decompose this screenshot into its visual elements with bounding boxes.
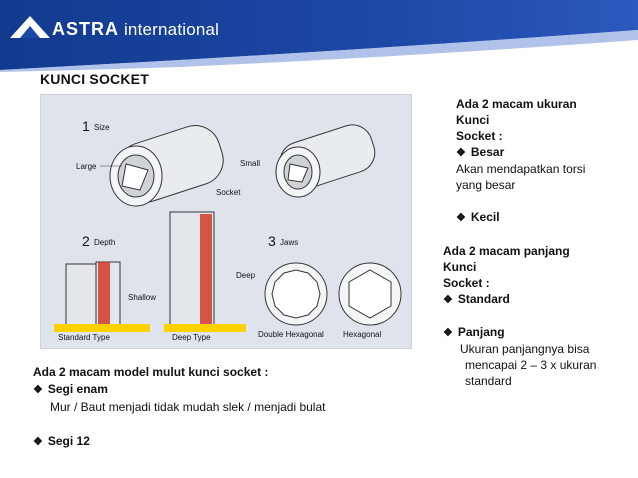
length-title-line: Ada 2 macam panjang: [443, 244, 570, 258]
diamond-bullet-icon: ❖: [33, 436, 43, 448]
panjang-desc-line: standard: [465, 374, 512, 388]
besar-desc-line: Akan mendapatkan torsi: [456, 162, 586, 176]
segi-12-item: ❖ Segi 12: [33, 433, 325, 451]
segi-enam-desc: Mur / Baut menjadi tidak mudah slek / me…: [50, 400, 326, 414]
standard-socket-drawing: [54, 261, 150, 332]
segi-12-label: Segi 12: [47, 434, 90, 448]
length-title-line: Kunci: [443, 260, 477, 274]
small-socket-drawing: [275, 124, 376, 198]
size-number: 1: [82, 118, 90, 134]
jaw-model-section: Ada 2 macam model mulut kunci socket : ❖…: [33, 364, 325, 451]
size-section: Ada 2 macam ukuran Kunci Socket : ❖ Besar…: [456, 96, 585, 226]
size-title-line: Ada 2 macam ukuran: [456, 97, 577, 111]
astra-logo-icon: [10, 16, 50, 38]
deep-label: Deep: [236, 271, 256, 280]
segi-enam-label: Segi enam: [47, 382, 108, 396]
standard-type-label: Standard Type: [58, 333, 110, 342]
size-label: Size: [94, 123, 110, 132]
large-socket-drawing: [109, 125, 224, 207]
double-hexagonal-label: Double Hexagonal: [258, 330, 324, 339]
jaw-model-title: Ada 2 macam model mulut kunci socket :: [33, 365, 269, 379]
length-title-line: Socket :: [443, 276, 490, 290]
besar-item: ❖ Besar: [456, 144, 585, 161]
slide-title: KUNCI SOCKET: [40, 71, 149, 87]
panjang-label: Panjang: [457, 325, 505, 339]
socket-label: Socket: [216, 188, 241, 197]
besar-desc-line: yang besar: [456, 178, 516, 192]
panjang-item: ❖ Panjang: [443, 324, 596, 341]
diamond-bullet-icon: ❖: [456, 147, 466, 159]
panjang-desc-line: mencapai 2 – 3 x ukuran: [465, 358, 597, 372]
besar-label: Besar: [470, 145, 505, 159]
length-section: Ada 2 macam panjang Kunci Socket : ❖ Stan…: [443, 243, 596, 389]
jaws-label: Jaws: [280, 238, 298, 247]
diamond-bullet-icon: ❖: [443, 327, 453, 339]
diamond-bullet-icon: ❖: [33, 384, 43, 396]
brand-name: ASTRA international: [52, 19, 220, 39]
standard-item: ❖ Standard: [443, 291, 596, 308]
jaws-number: 3: [268, 233, 276, 249]
kecil-label: Kecil: [470, 210, 500, 224]
large-label: Large: [76, 162, 97, 171]
size-title-line: Socket :: [456, 129, 503, 143]
diamond-bullet-icon: ❖: [443, 294, 453, 306]
header-banner: ASTRA international: [0, 0, 638, 72]
deep-socket-drawing: [164, 211, 246, 332]
depth-number: 2: [82, 233, 90, 249]
size-title-line: Kunci: [456, 113, 490, 127]
shallow-label: Shallow: [128, 293, 156, 302]
small-label: Small: [240, 159, 260, 168]
hexagonal-label: Hexagonal: [343, 330, 381, 339]
header-background: [0, 0, 638, 72]
panjang-desc-line: Ukuran panjangnya bisa: [460, 342, 590, 356]
depth-label: Depth: [94, 238, 115, 247]
kecil-item: ❖ Kecil: [456, 209, 585, 226]
standard-label: Standard: [457, 292, 510, 306]
diamond-bullet-icon: ❖: [456, 212, 466, 224]
socket-illustration: 1 Size Large Small Socket 2 Depth Shallo…: [40, 94, 412, 349]
hexagonal-drawing: [338, 262, 402, 326]
double-hexagonal-drawing: [264, 262, 328, 326]
segi-enam-item: ❖ Segi enam: [33, 381, 325, 399]
deep-type-label: Deep Type: [172, 333, 211, 342]
